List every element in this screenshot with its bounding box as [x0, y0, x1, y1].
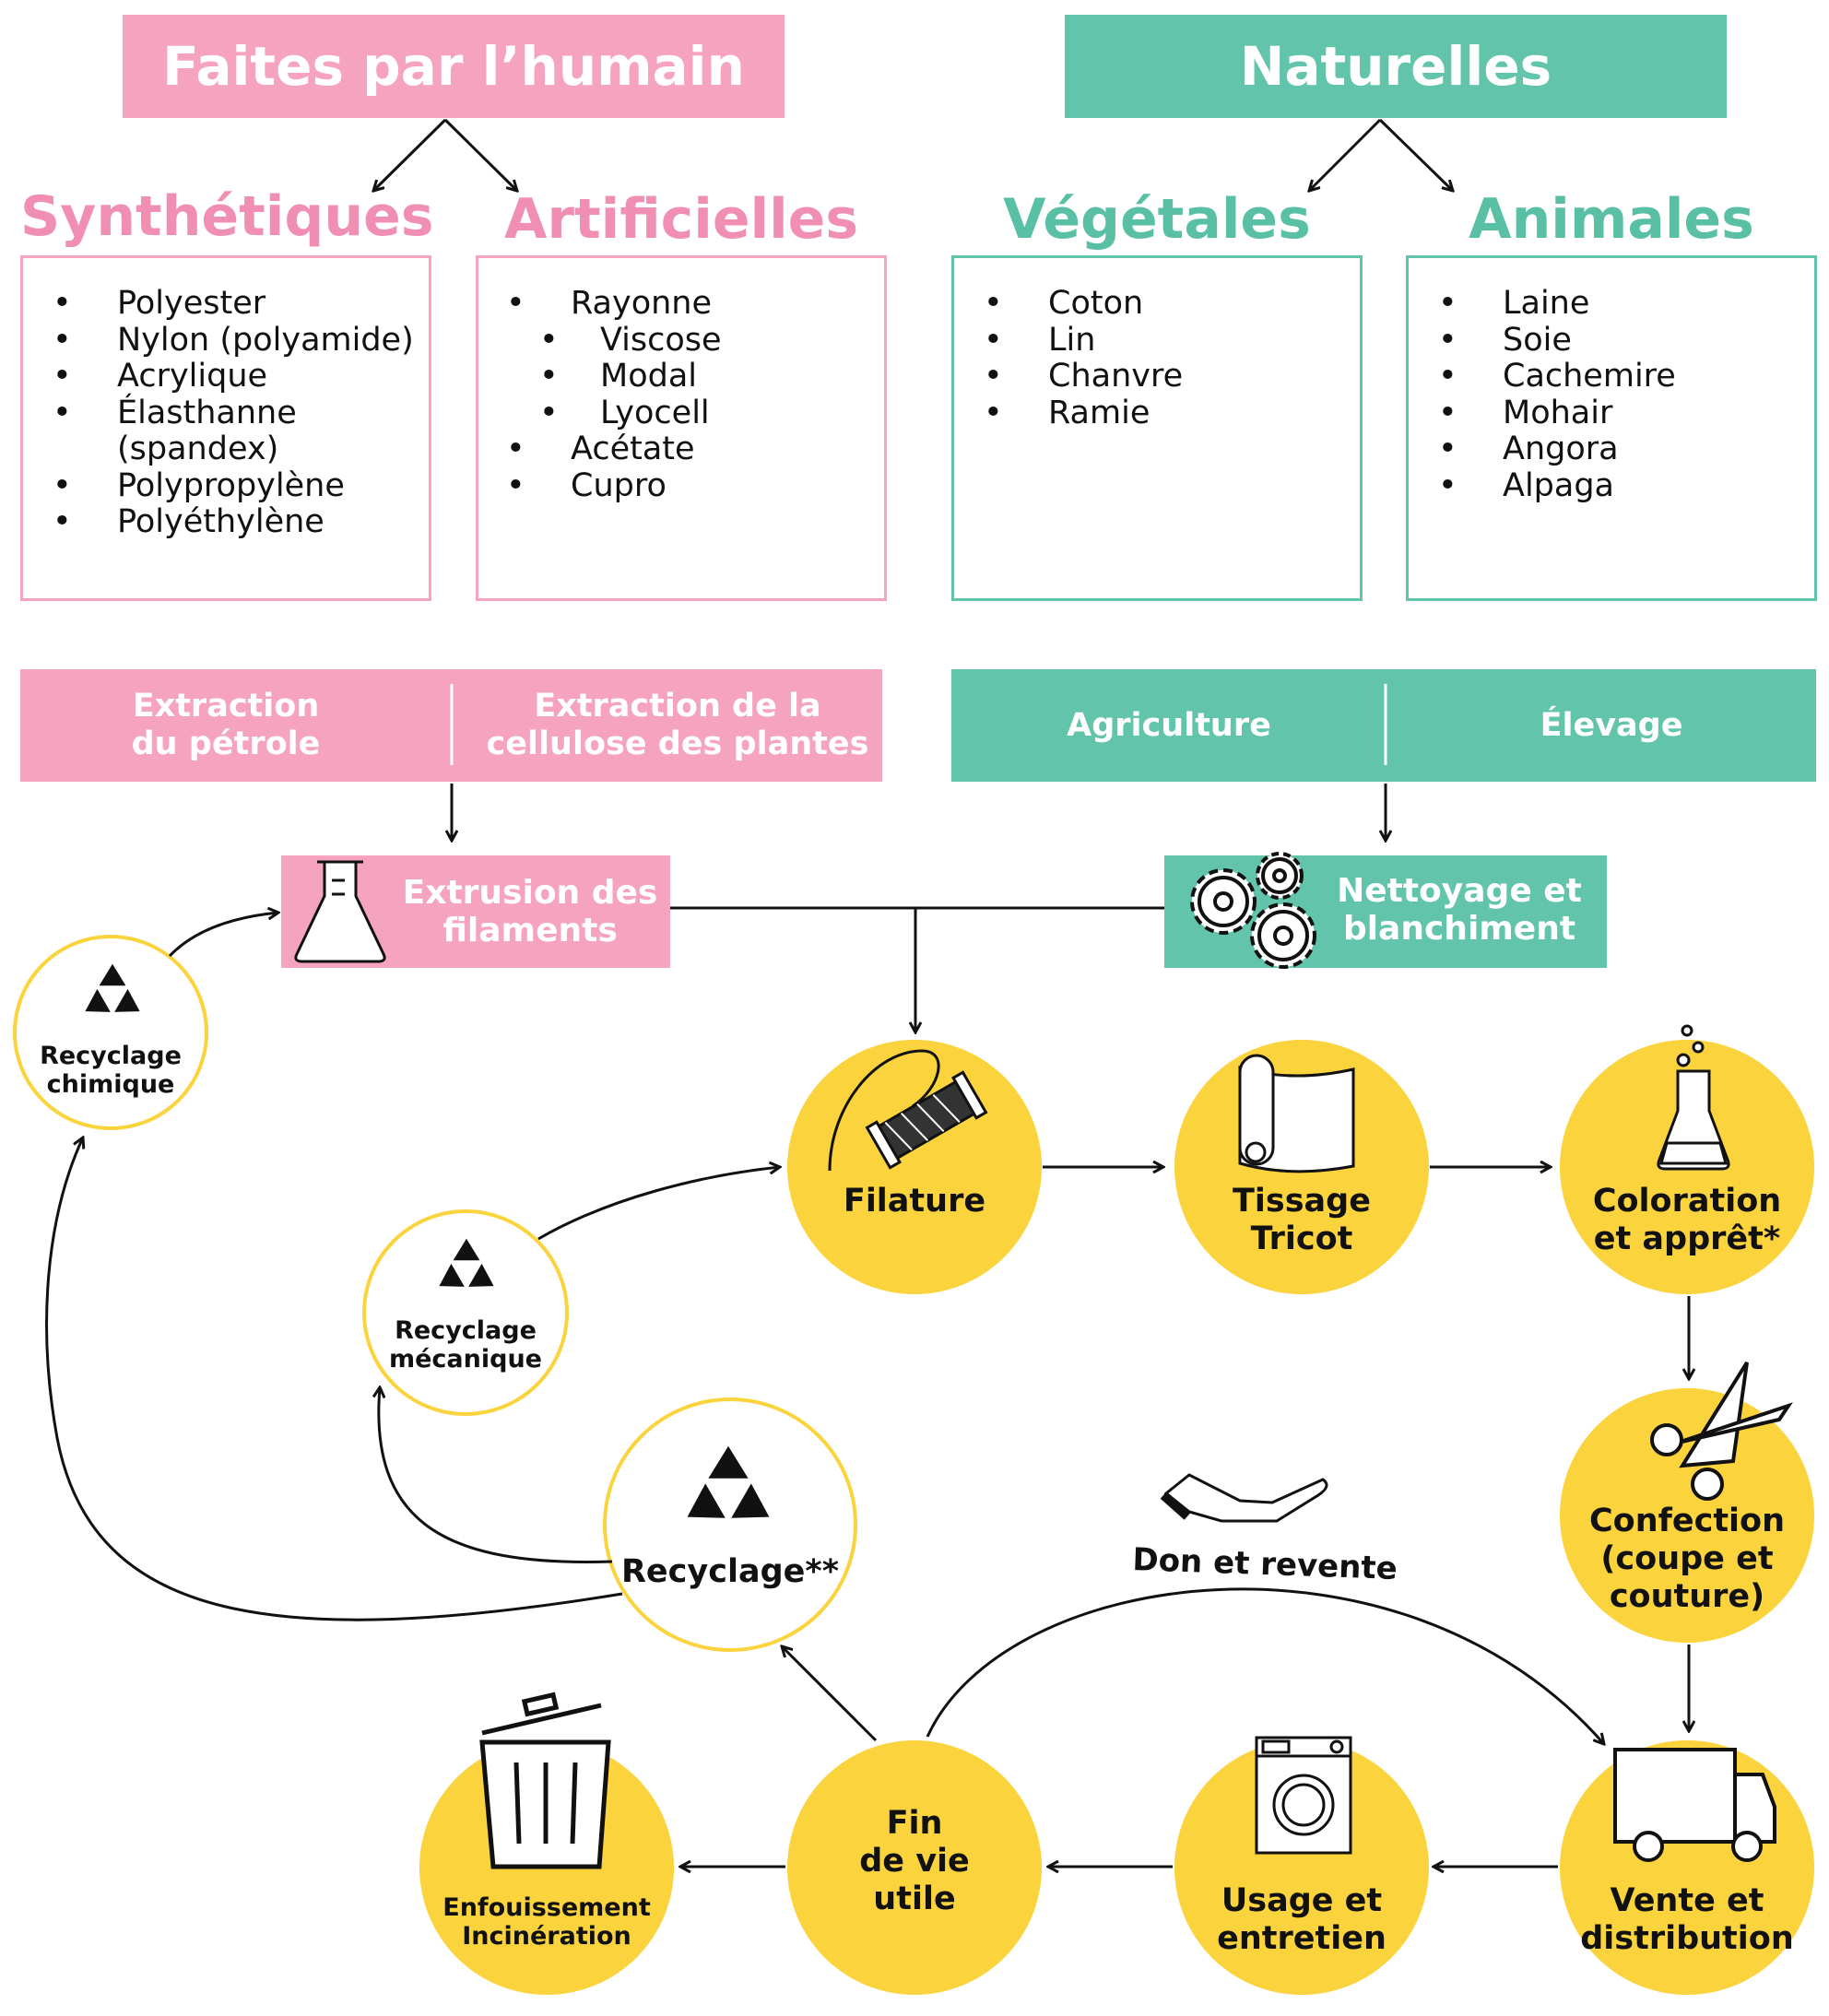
step-end-of-life-line2: de vie	[859, 1843, 970, 1880]
step-mechanical-line1: Recyclage	[395, 1316, 537, 1345]
category-title-animal: Animales	[1469, 187, 1754, 252]
hand-icon	[1160, 1473, 1328, 1523]
thread-spool-icon	[828, 1049, 988, 1172]
beaker-icon	[1657, 1024, 1730, 1171]
flask-icon	[294, 860, 386, 963]
list-item: Viscose	[506, 322, 722, 360]
extrusion-line2: filaments	[442, 912, 618, 949]
category-title-artificial: Artificielles	[503, 187, 859, 252]
step-weaving-line2: Tricot	[1250, 1220, 1353, 1257]
header-human-made: Faites par l’humain	[123, 15, 785, 118]
list-item: Mohair	[1438, 395, 1676, 432]
source-agriculture: Agriculture	[951, 669, 1386, 782]
animal-fibers-list: Laine Soie Cachemire Mohair Angora Alpag…	[1438, 285, 1676, 505]
list-item: Alpaga	[1438, 467, 1676, 505]
step-making: Confection (coupe et couture)	[1560, 1388, 1814, 1643]
recycle-icon	[677, 1445, 780, 1535]
header-human-made-label: Faites par l’humain	[162, 35, 745, 98]
truck-icon	[1613, 1748, 1776, 1862]
step-sale-line1: Vente et	[1610, 1882, 1764, 1919]
artificial-fibers-box: Rayonne Viscose Modal Lyocell Acétate Cu…	[476, 255, 887, 601]
list-item: Polypropylène	[53, 467, 414, 505]
list-item: Rayonne	[506, 285, 722, 323]
step-chemical-line2: chimique	[46, 1070, 175, 1099]
step-end-of-life-line1: Fin	[886, 1805, 943, 1842]
list-item: Angora	[1438, 430, 1676, 468]
artificial-fibers-list: Rayonne Viscose Modal Lyocell Acétate Cu…	[506, 285, 722, 505]
step-spinning-label: Filature	[843, 1183, 986, 1220]
list-item: Lyocell	[506, 395, 722, 432]
list-item: Élasthanne	[53, 395, 414, 432]
list-item: Polyéthylène	[53, 503, 414, 541]
list-item: Lin	[984, 322, 1183, 360]
list-item: Acrylique	[53, 358, 414, 395]
source-breeding-label: Élevage	[1540, 706, 1683, 744]
step-weaving-line1: Tissage	[1233, 1183, 1371, 1220]
step-chemical-line1: Recyclage	[40, 1042, 182, 1070]
list-item: Polyester	[53, 285, 414, 323]
step-making-line2: (coupe et	[1600, 1540, 1774, 1577]
list-item: Ramie	[984, 395, 1183, 432]
list-item: Cupro	[506, 467, 722, 505]
synthetic-fibers-box: Polyester Nylon (polyamide) Acrylique Él…	[20, 255, 431, 601]
step-disposal-line2: Incinération	[462, 1922, 631, 1951]
list-item: Nylon (polyamide)	[53, 322, 414, 360]
step-end-of-life-line3: utile	[873, 1880, 956, 1917]
natural-sources-bar	[951, 669, 1816, 782]
step-making-line3: couture)	[1609, 1578, 1765, 1615]
step-dyeing-line1: Coloration	[1592, 1183, 1782, 1220]
list-item: Modal	[506, 358, 722, 395]
vegetal-fibers-box: Coton Lin Chanvre Ramie	[951, 255, 1363, 601]
list-item: Cachemire	[1438, 358, 1676, 395]
list-item: Coton	[984, 285, 1183, 323]
vegetal-fibers-list: Coton Lin Chanvre Ramie	[984, 285, 1183, 432]
step-usage-line1: Usage et	[1221, 1882, 1383, 1919]
list-item: (spandex)	[117, 430, 279, 467]
step-end-of-life: Fin de vie utile	[787, 1740, 1042, 1995]
category-title-vegetal: Végétales	[1003, 187, 1311, 252]
source-breeding: Élevage	[1392, 669, 1829, 782]
list-item: Laine	[1438, 285, 1676, 323]
recycle-icon	[78, 963, 147, 1023]
step-disposal-line1: Enfouissement	[442, 1893, 651, 1922]
list-item: Soie	[1438, 322, 1676, 360]
source-cellulose-line2: cellulose des plantes	[486, 725, 869, 762]
list-item: Chanvre	[984, 358, 1183, 395]
step-recycling-label: Recyclage**	[620, 1553, 839, 1590]
header-natural-label: Naturelles	[1239, 35, 1552, 98]
cleaning-line2: blanchiment	[1342, 910, 1576, 948]
recycle-icon	[432, 1238, 501, 1298]
cleaning-line1: Nettoyage et	[1337, 872, 1582, 910]
synthetic-fibers-list: Polyester Nylon (polyamide) Acrylique Él…	[53, 285, 414, 541]
animal-fibers-box: Laine Soie Cachemire Mohair Angora Alpag…	[1406, 255, 1817, 601]
fabric-roll-icon	[1238, 1054, 1355, 1173]
trash-bin-icon	[479, 1692, 611, 1869]
scissors-icon	[1650, 1361, 1793, 1501]
donation-label: Don et revente	[1132, 1541, 1398, 1587]
source-petrol-line2: du pétrole	[131, 725, 321, 762]
step-making-line1: Confection	[1588, 1503, 1786, 1539]
category-title-synthetic: Synthétiques	[20, 184, 434, 249]
source-agriculture-label: Agriculture	[1067, 706, 1271, 744]
header-natural: Naturelles	[1065, 15, 1727, 118]
step-sale-line2: distribution	[1580, 1920, 1794, 1957]
step-recycling: Recyclage**	[603, 1397, 857, 1652]
step-usage-line2: entretien	[1217, 1920, 1386, 1957]
step-mechanical-line2: mécanique	[388, 1345, 542, 1373]
washing-machine-icon	[1255, 1736, 1352, 1855]
source-petrol-line1: Extraction	[132, 688, 320, 725]
source-cellulose-line1: Extraction de la	[534, 688, 821, 725]
extrusion-line1: Extrusion des	[402, 874, 658, 912]
list-item: Acétate	[506, 430, 722, 468]
step-dyeing-line2: et apprêt*	[1593, 1220, 1781, 1257]
gears-icon	[1190, 852, 1316, 969]
